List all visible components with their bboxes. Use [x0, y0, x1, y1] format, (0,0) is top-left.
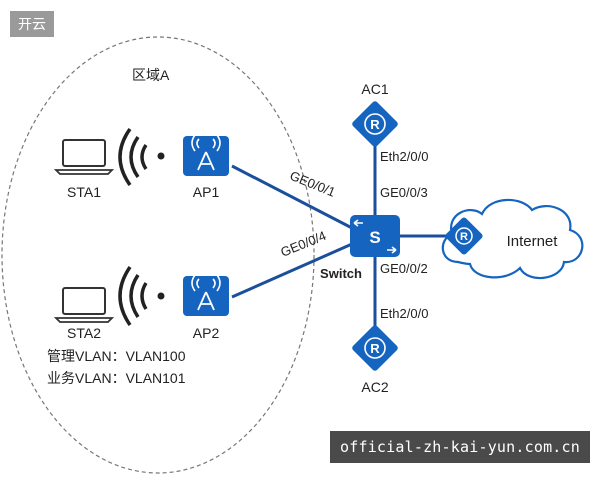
- port-label-ac2-sw: GE0/0/2: [380, 261, 428, 276]
- svg-text:S: S: [369, 228, 380, 247]
- signal-dot: [157, 152, 165, 160]
- port-label-ap1: GE0/0/1: [288, 168, 338, 200]
- links: [231, 145, 446, 327]
- port-label-ap2: GE0/0/4: [278, 228, 328, 260]
- sta2-label: STA2: [67, 325, 101, 341]
- internet-cloud: [441, 198, 584, 280]
- vlan-mgmt-label: 管理VLAN：VLAN100: [47, 348, 186, 364]
- switch-icon: S: [350, 215, 400, 257]
- router-icon: R: [352, 101, 398, 147]
- sta1-label: STA1: [67, 184, 101, 200]
- access-point-icon: [183, 134, 229, 176]
- wireless-signal-icon: [118, 127, 148, 187]
- laptop-icon: [53, 139, 115, 175]
- ac1-label: AC1: [361, 81, 388, 97]
- wireless-signal-icon: [118, 266, 148, 326]
- link-ap1-switch: [231, 164, 353, 230]
- internet-label: Internet: [507, 233, 559, 250]
- ac2-label: AC2: [361, 379, 388, 395]
- access-point-icon: [183, 274, 229, 316]
- brand-badge: 开云: [10, 11, 54, 37]
- router-icon: R: [445, 217, 483, 255]
- vlan-service-label: 业务VLAN：VLAN101: [47, 370, 186, 386]
- port-label-ac2-eth: Eth2/0/0: [380, 306, 428, 321]
- svg-text:R: R: [460, 231, 468, 243]
- watermark: official-zh-kai-yun.com.cn: [330, 431, 590, 463]
- svg-text:R: R: [370, 117, 380, 132]
- router-icon: R: [352, 325, 398, 371]
- svg-text:R: R: [370, 341, 380, 356]
- ap1-label: AP1: [193, 184, 220, 200]
- switch-label: Switch: [320, 266, 362, 281]
- laptop-icon: [53, 287, 115, 323]
- link-ap2-switch: [231, 242, 353, 299]
- area-a-boundary: [1, 36, 315, 474]
- area-label: 区域A: [132, 67, 170, 83]
- signal-dot: [157, 292, 165, 300]
- port-label-ac1-sw: GE0/0/3: [380, 185, 428, 200]
- port-label-ac1-eth: Eth2/0/0: [380, 149, 428, 164]
- ap2-label: AP2: [193, 325, 220, 341]
